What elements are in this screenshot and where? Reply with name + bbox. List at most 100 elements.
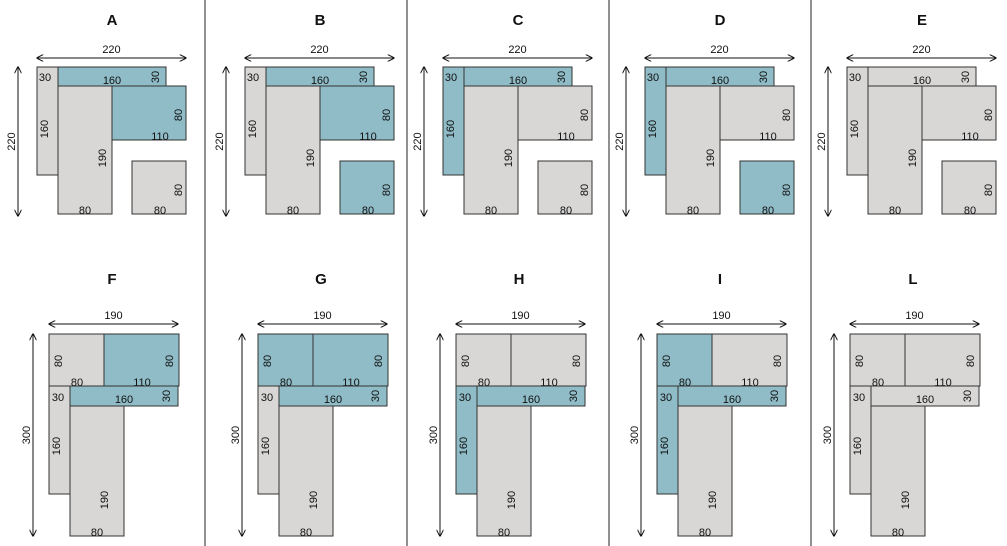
module-dimension-label: 80 xyxy=(772,355,784,367)
module-dimension-label: 80 xyxy=(965,355,977,367)
module-dimension-label: 80 xyxy=(79,205,91,217)
module-dimension-label: 80 xyxy=(460,355,472,367)
module-80x190: 190 80 xyxy=(57,85,113,217)
height-dimension-label: 220 xyxy=(614,132,626,150)
module-80x80-shape xyxy=(339,160,395,215)
module-110x80-shape xyxy=(510,333,587,387)
module-dimension-label: 30 xyxy=(459,392,471,404)
module-dimension-label: 160 xyxy=(51,437,63,455)
module-dimension-label: 30 xyxy=(161,390,173,402)
module-dimension-label: 80 xyxy=(579,184,591,196)
module-dimension-label: 80 xyxy=(687,205,699,217)
module-dimension-label: 80 xyxy=(381,109,393,121)
module-dimension-label: 30 xyxy=(853,392,865,404)
height-dimension-label: 300 xyxy=(822,426,834,444)
module-80x80-shape xyxy=(257,333,314,387)
module-dimension-label: 160 xyxy=(445,120,457,138)
module-dimension-label: 30 xyxy=(568,390,580,402)
module-30x160: 30 160 xyxy=(849,385,872,495)
module-dimension-label: 160 xyxy=(509,75,527,87)
module-dimension-label: 190 xyxy=(97,149,109,167)
module-80x80-shape xyxy=(656,333,713,387)
module-dimension-label: 190 xyxy=(907,149,919,167)
panel-title: A xyxy=(107,12,118,29)
module-dimension-label: 30 xyxy=(962,390,974,402)
panel-separators xyxy=(204,0,812,546)
module-30x160: 30 160 xyxy=(846,66,869,176)
module-dimension-label: 80 xyxy=(854,355,866,367)
module-dimension-label: 30 xyxy=(849,72,861,84)
module-dimension-label: 80 xyxy=(661,355,673,367)
height-dimension-label: 300 xyxy=(230,426,242,444)
module-dimension-label: 80 xyxy=(173,109,185,121)
module-dimension-label: 80 xyxy=(560,205,572,217)
module-dimension-label: 190 xyxy=(305,149,317,167)
height-dimension-label: 300 xyxy=(21,426,33,444)
module-80x190-shape xyxy=(677,405,733,537)
height-dimension-label: 220 xyxy=(412,132,424,150)
module-dimension-label: 160 xyxy=(260,437,272,455)
module-dimension-label: 110 xyxy=(557,131,575,143)
module-dimension-label: 160 xyxy=(39,120,51,138)
module-dimension-label: 160 xyxy=(852,437,864,455)
panel-title: G xyxy=(315,271,327,288)
module-110x80-shape xyxy=(517,85,593,141)
module-80x190-shape xyxy=(867,85,923,215)
module-80x190-shape xyxy=(476,405,532,537)
module-dimension-label: 160 xyxy=(103,75,121,87)
module-dimension-label: 80 xyxy=(762,205,774,217)
height-dimension-label: 220 xyxy=(816,132,828,150)
module-dimension-label: 110 xyxy=(359,131,377,143)
width-dimension-label: 220 xyxy=(102,44,120,56)
module-dimension-label: 160 xyxy=(849,120,861,138)
panel-title: D xyxy=(715,12,726,29)
width-dimension-label: 220 xyxy=(912,44,930,56)
module-dimension-label: 80 xyxy=(53,355,65,367)
module-110x80-shape xyxy=(904,333,981,387)
module-80x80: 80 80 xyxy=(537,160,593,217)
module-dimension-label: 80 xyxy=(579,109,591,121)
module-dimension-label: 30 xyxy=(358,71,370,83)
module-dimension-label: 190 xyxy=(99,491,111,509)
module-110x80-shape xyxy=(319,85,395,141)
panel-title: H xyxy=(514,271,525,288)
module-dimension-label: 30 xyxy=(150,71,162,83)
module-dimension-label: 80 xyxy=(964,205,976,217)
module-80x80-shape xyxy=(131,160,187,215)
module-dimension-label: 160 xyxy=(659,437,671,455)
module-80x190-shape xyxy=(265,85,321,215)
